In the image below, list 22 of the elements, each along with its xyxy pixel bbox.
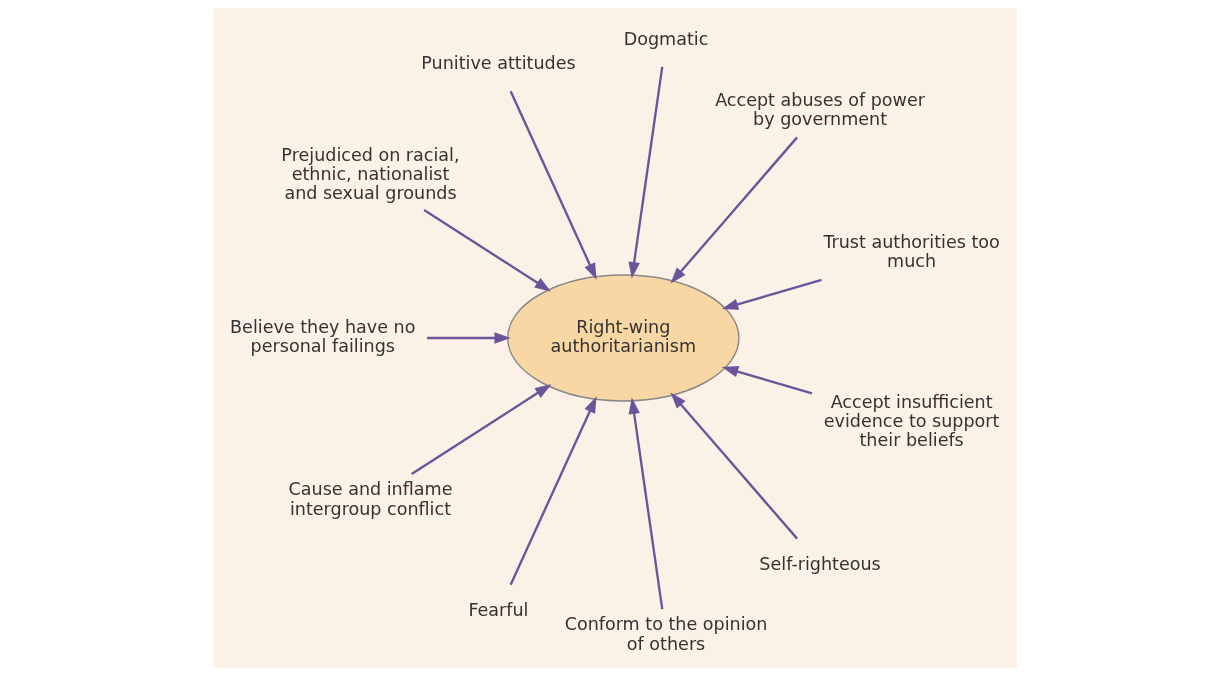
arrow: [669, 392, 798, 540]
node-text: Punitive attitudes: [420, 53, 576, 74]
arrow: [721, 366, 812, 395]
node-text: Prejudiced on racial, ethnic, nationalist and sexual grounds: [280, 145, 460, 204]
arrow: [627, 66, 663, 279]
node-text: Conform to the opinion of others: [564, 614, 767, 654]
node-text: Trust authorities too much: [822, 232, 1000, 272]
node-text: Accept abuses of power by government: [714, 89, 925, 129]
node-text: Accept insufficient evidence to support their beliefs: [823, 392, 999, 451]
arrow: [627, 397, 663, 610]
node-text: Dogmatic: [623, 29, 708, 50]
arrow: [509, 90, 597, 280]
arrow: [410, 384, 551, 475]
arrow: [721, 278, 822, 310]
node-text: Believe they have no personal failings: [229, 317, 415, 357]
node-text: Self-righteous: [758, 553, 881, 574]
arrow: [422, 209, 551, 292]
node-text: Cause and inflame intergroup conflict: [288, 479, 452, 519]
arrow: [509, 396, 597, 586]
arrow: [426, 332, 511, 344]
node-text: Fearful: [467, 599, 528, 620]
arrow: [669, 136, 798, 284]
